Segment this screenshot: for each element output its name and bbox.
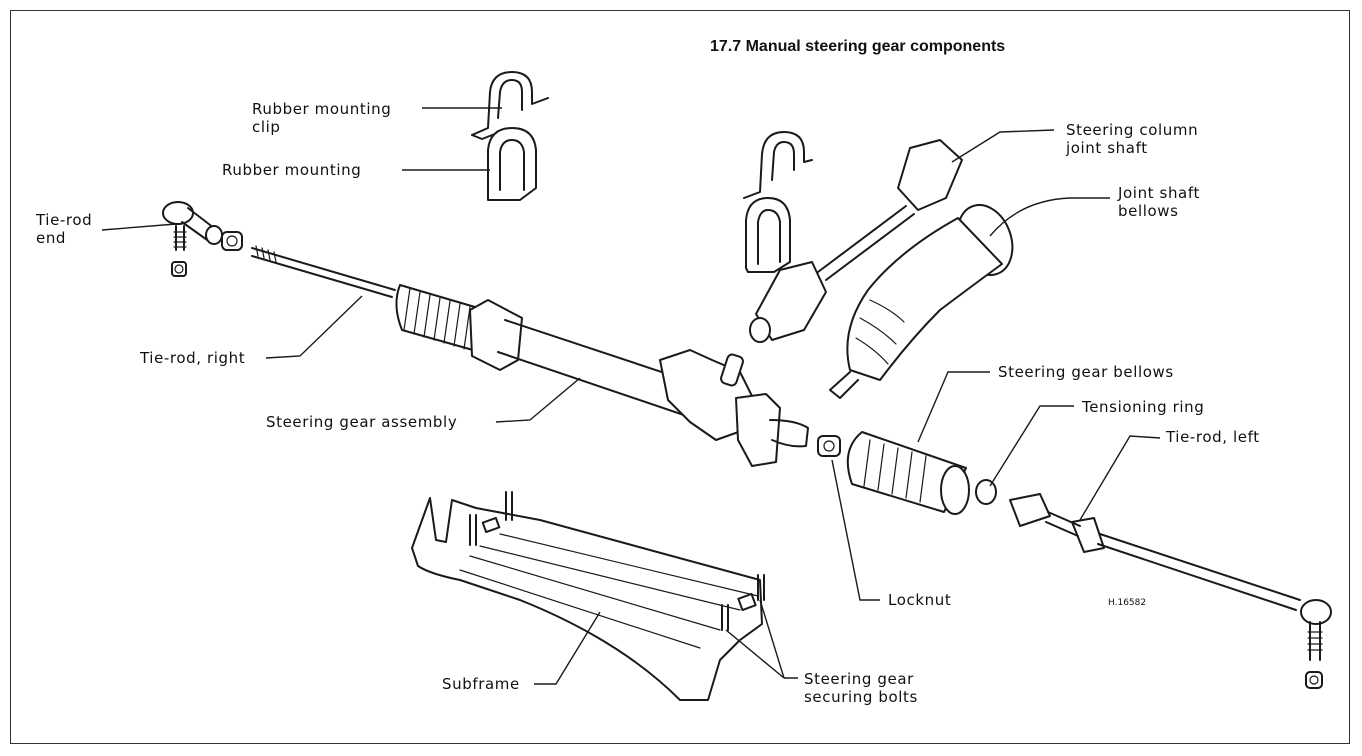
label-tie-rod-end-line1: Tie-rod — [36, 211, 93, 229]
label-rubber-mounting-clip: Rubber mounting clip — [252, 100, 391, 136]
label-locknut: Locknut — [888, 591, 952, 609]
label-rubber-mounting: Rubber mounting — [222, 161, 362, 179]
label-tensioning-ring: Tensioning ring — [1082, 398, 1205, 416]
label-steering-gear-assembly: Steering gear assembly — [266, 413, 458, 431]
joint-shaft-bellows-part — [829, 204, 1014, 399]
label-rubber-mounting-clip-line2: clip — [252, 118, 281, 136]
label-steering-gear-securing-bolts: Steering gear securing bolts — [804, 670, 918, 706]
subframe-part — [411, 491, 765, 701]
label-securing-bolts-line1: Steering gear — [804, 670, 914, 688]
steering-gear-bellows-part — [846, 431, 970, 515]
label-tie-rod-left: Tie-rod, left — [1166, 428, 1260, 446]
tie-rod-left-part — [1009, 493, 1332, 689]
rubber-mounting-second-part — [743, 131, 813, 273]
locknut-part — [817, 435, 841, 457]
label-steering-gear-bellows: Steering gear bellows — [998, 363, 1174, 381]
figure-frame — [10, 10, 1350, 744]
label-securing-bolts-line2: securing bolts — [804, 688, 918, 706]
label-tie-rod-end-line2: end — [36, 229, 67, 247]
label-joint-shaft-bellows-line2: bellows — [1118, 202, 1179, 220]
label-joint-shaft-bellows: Joint shaft bellows — [1118, 184, 1200, 220]
label-steering-column-joint-shaft: Steering column joint shaft — [1066, 121, 1198, 157]
label-subframe: Subframe — [442, 675, 520, 693]
label-rubber-mounting-clip-line1: Rubber mounting — [252, 100, 392, 118]
steering-column-joint-shaft-part — [749, 139, 963, 343]
label-steering-column-joint-shaft-line1: Steering column — [1066, 121, 1199, 139]
figure-reference-code: H.16582 — [1108, 598, 1147, 608]
rubber-mounting-part — [487, 127, 537, 201]
label-tie-rod-right: Tie-rod, right — [140, 349, 246, 367]
steering-gear-assembly-part — [395, 284, 809, 467]
label-joint-shaft-bellows-line1: Joint shaft — [1118, 184, 1200, 202]
tensioning-ring-part — [975, 479, 997, 505]
leader-lines — [101, 107, 1161, 685]
tie-rod-end-part — [162, 201, 243, 277]
figure-caption: 17.7 Manual steering gear components — [710, 38, 1006, 55]
tie-rod-right-part — [251, 245, 396, 298]
label-tie-rod-end: Tie-rod end — [36, 211, 92, 247]
label-steering-column-joint-shaft-line2: joint shaft — [1066, 139, 1148, 157]
